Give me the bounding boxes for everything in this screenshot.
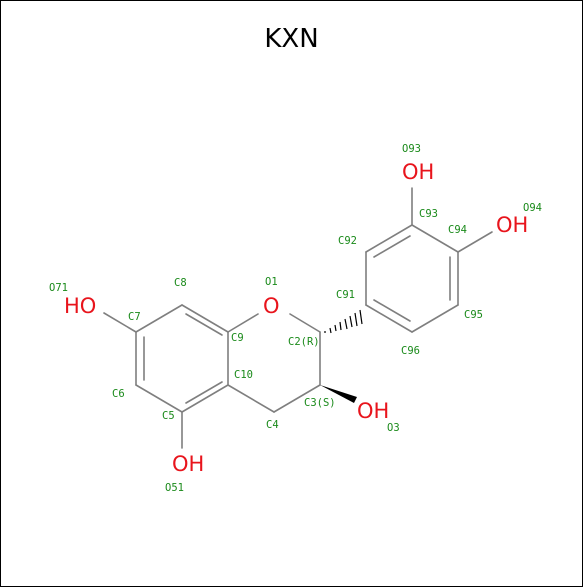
atom-oh-94: OH — [496, 213, 528, 237]
label-c8: C8 — [174, 277, 187, 289]
atom-name-labels: O71 C8 O1 C7 C9 C2(R) C91 C6 C10 C5 C3(S… — [49, 143, 542, 494]
label-c96: C96 — [401, 345, 420, 357]
label-o3: O3 — [387, 422, 400, 434]
bond-c95-c96 — [411, 304, 459, 333]
atom-oh-93: OH — [402, 160, 434, 184]
bond-c3-c4 — [273, 384, 321, 413]
label-c5: C5 — [162, 410, 175, 422]
bond-c94-o94 — [457, 231, 493, 253]
label-c6: C6 — [112, 388, 125, 400]
label-c7: C7 — [128, 311, 141, 323]
bond-c7-c8 — [135, 304, 183, 333]
bond-o1-c2 — [289, 313, 321, 333]
label-c93: C93 — [419, 208, 438, 220]
label-c3s: C3(S) — [304, 397, 336, 409]
bond-c92-c93 — [365, 224, 413, 253]
bond-c8-c9-inner — [185, 313, 223, 336]
bond-c10-c5-inner — [185, 381, 223, 404]
ring-c-bonds — [227, 313, 321, 413]
bond-c10-c5 — [181, 384, 229, 413]
label-c94: C94 — [448, 224, 467, 236]
bond-c9-o1 — [227, 313, 259, 333]
label-o1: O1 — [265, 276, 278, 288]
substituent-bonds — [103, 312, 357, 449]
atom-oh-71: HO — [64, 294, 96, 318]
label-c91: C91 — [336, 289, 355, 301]
bond-c8-c9 — [181, 304, 229, 333]
label-o94: O94 — [523, 202, 542, 214]
label-c9: C9 — [231, 332, 244, 344]
bond-c92-c93-inner — [373, 235, 411, 258]
label-c2r: C2(R) — [288, 336, 320, 348]
bond-c96-c91-inner — [373, 299, 411, 322]
label-o51: O51 — [165, 482, 184, 494]
hash-bond-c2-c91 — [324, 309, 363, 334]
bond-c96-c91 — [365, 304, 413, 333]
label-c10: C10 — [234, 369, 253, 381]
molecule-title: KXN — [264, 24, 319, 54]
bond-c5-c6 — [135, 384, 183, 413]
bond-c93-c94 — [411, 224, 459, 253]
atom-oh-3: OH — [357, 399, 389, 423]
label-c4: C4 — [266, 419, 279, 431]
label-c92: C92 — [338, 235, 357, 247]
atom-oh-51: OH — [172, 452, 204, 476]
heteroatom-labels: HO O OH OH OH OH — [64, 160, 528, 476]
label-o71: O71 — [49, 282, 68, 294]
ring-b-bonds — [365, 187, 493, 333]
label-c95: C95 — [464, 309, 483, 321]
label-o93: O93 — [402, 143, 421, 155]
wedge-bond-c3-o3 — [320, 385, 357, 403]
atom-o-1: O — [263, 294, 280, 318]
bond-c4-c10 — [227, 384, 275, 413]
ring-a-bonds — [135, 304, 229, 413]
bond-c7-o71 — [103, 312, 137, 333]
